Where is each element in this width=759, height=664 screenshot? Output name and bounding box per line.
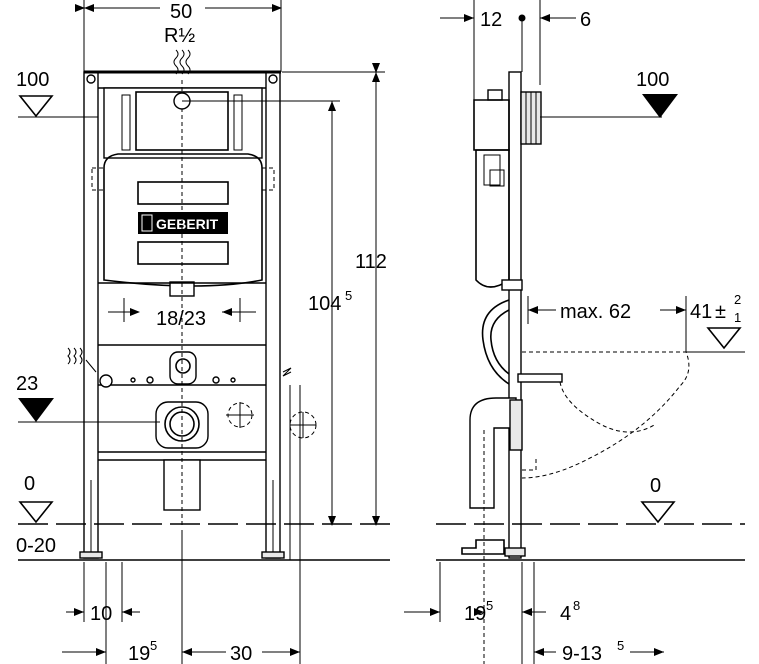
tolerance-sign-text: ± — [715, 301, 726, 323]
dim-30-text: 30 — [230, 643, 252, 664]
drain-connection — [155, 385, 317, 560]
supply-fittings — [67, 347, 292, 388]
dim-4-sup: 8 — [573, 598, 580, 613]
dimension-height-104-5: 104 5 — [308, 101, 352, 526]
dimension-width-50: 50 R½ — [75, 0, 282, 75]
dimension-bottom-30: 30 — [182, 560, 301, 664]
dim-104-text: 104 — [308, 293, 341, 315]
wc-bowl-outline — [521, 351, 690, 479]
dim-6-text: 6 — [580, 9, 591, 31]
level-marker-23-front: 23 — [16, 373, 160, 423]
dim-104-sup: 5 — [345, 288, 352, 303]
dimension-bottom-side: 19 5 4 8 9-13 5 — [404, 562, 664, 664]
dim-9-13-text: 9-13 — [562, 643, 602, 664]
level-0-text: 0 — [24, 473, 35, 495]
dimension-height-112: 112 — [282, 63, 387, 526]
dim-12-text: 12 — [480, 9, 502, 31]
front-view: 50 R½ — [16, 0, 390, 664]
floor-range-text: 0-20 — [16, 535, 56, 557]
tolerance-lower-text: 1 — [734, 310, 741, 325]
dimension-bottom-19-5-front: 19 5 — [62, 530, 192, 664]
max-62-text: max. 62 — [560, 301, 631, 323]
dimension-top-12-6: 12 6 — [440, 0, 591, 105]
dimension-18-23: 18/23 — [108, 298, 256, 330]
tolerance-upper-text: 2 — [734, 292, 741, 307]
level-100-side-text: 100 — [636, 69, 669, 91]
water-inlet-icon — [67, 347, 97, 373]
drain-icon — [282, 367, 292, 377]
connection-r-half-text: R½ — [164, 25, 195, 47]
dim-41-text: 41 — [690, 301, 712, 323]
level-marker-100-side: 100 — [636, 69, 678, 118]
dim-9-13-sup: 5 — [617, 638, 624, 653]
geberit-logo-plate — [138, 212, 228, 234]
side-frame — [461, 71, 662, 664]
level-0-side-text: 0 — [650, 475, 661, 497]
dimension-max-62: max. 62 — [527, 296, 687, 352]
level-marker-0-front: 0 0-20 — [16, 473, 390, 561]
dim-4-text: 4 — [560, 603, 571, 625]
dim-50-text: 50 — [170, 1, 192, 23]
dim-19-side-sup: 5 — [486, 598, 493, 613]
level-100-text: 100 — [16, 69, 49, 91]
cistern: GEBERIT — [98, 87, 266, 297]
dimension-41-tolerance: 41 ± 2 1 — [686, 292, 745, 353]
brand-logo-text: GEBERIT — [156, 216, 219, 232]
dim-18-23-text: 18/23 — [156, 308, 206, 330]
dimension-bottom-10: 10 — [66, 562, 140, 664]
dim-112-text: 112 — [355, 251, 387, 273]
dim-10-text: 10 — [90, 603, 112, 625]
dim-19-front-text: 19 — [128, 643, 150, 664]
dim-19-side-text: 19 — [464, 603, 486, 625]
water-inlet-left — [99, 374, 113, 388]
dim-19-front-sup: 5 — [150, 638, 157, 653]
level-marker-0-side: 0 — [436, 475, 745, 561]
level-23-text: 23 — [16, 373, 38, 395]
water-supply-icon — [173, 49, 191, 75]
side-view: 12 6 — [404, 0, 745, 664]
level-marker-100-front: 100 — [16, 69, 98, 118]
